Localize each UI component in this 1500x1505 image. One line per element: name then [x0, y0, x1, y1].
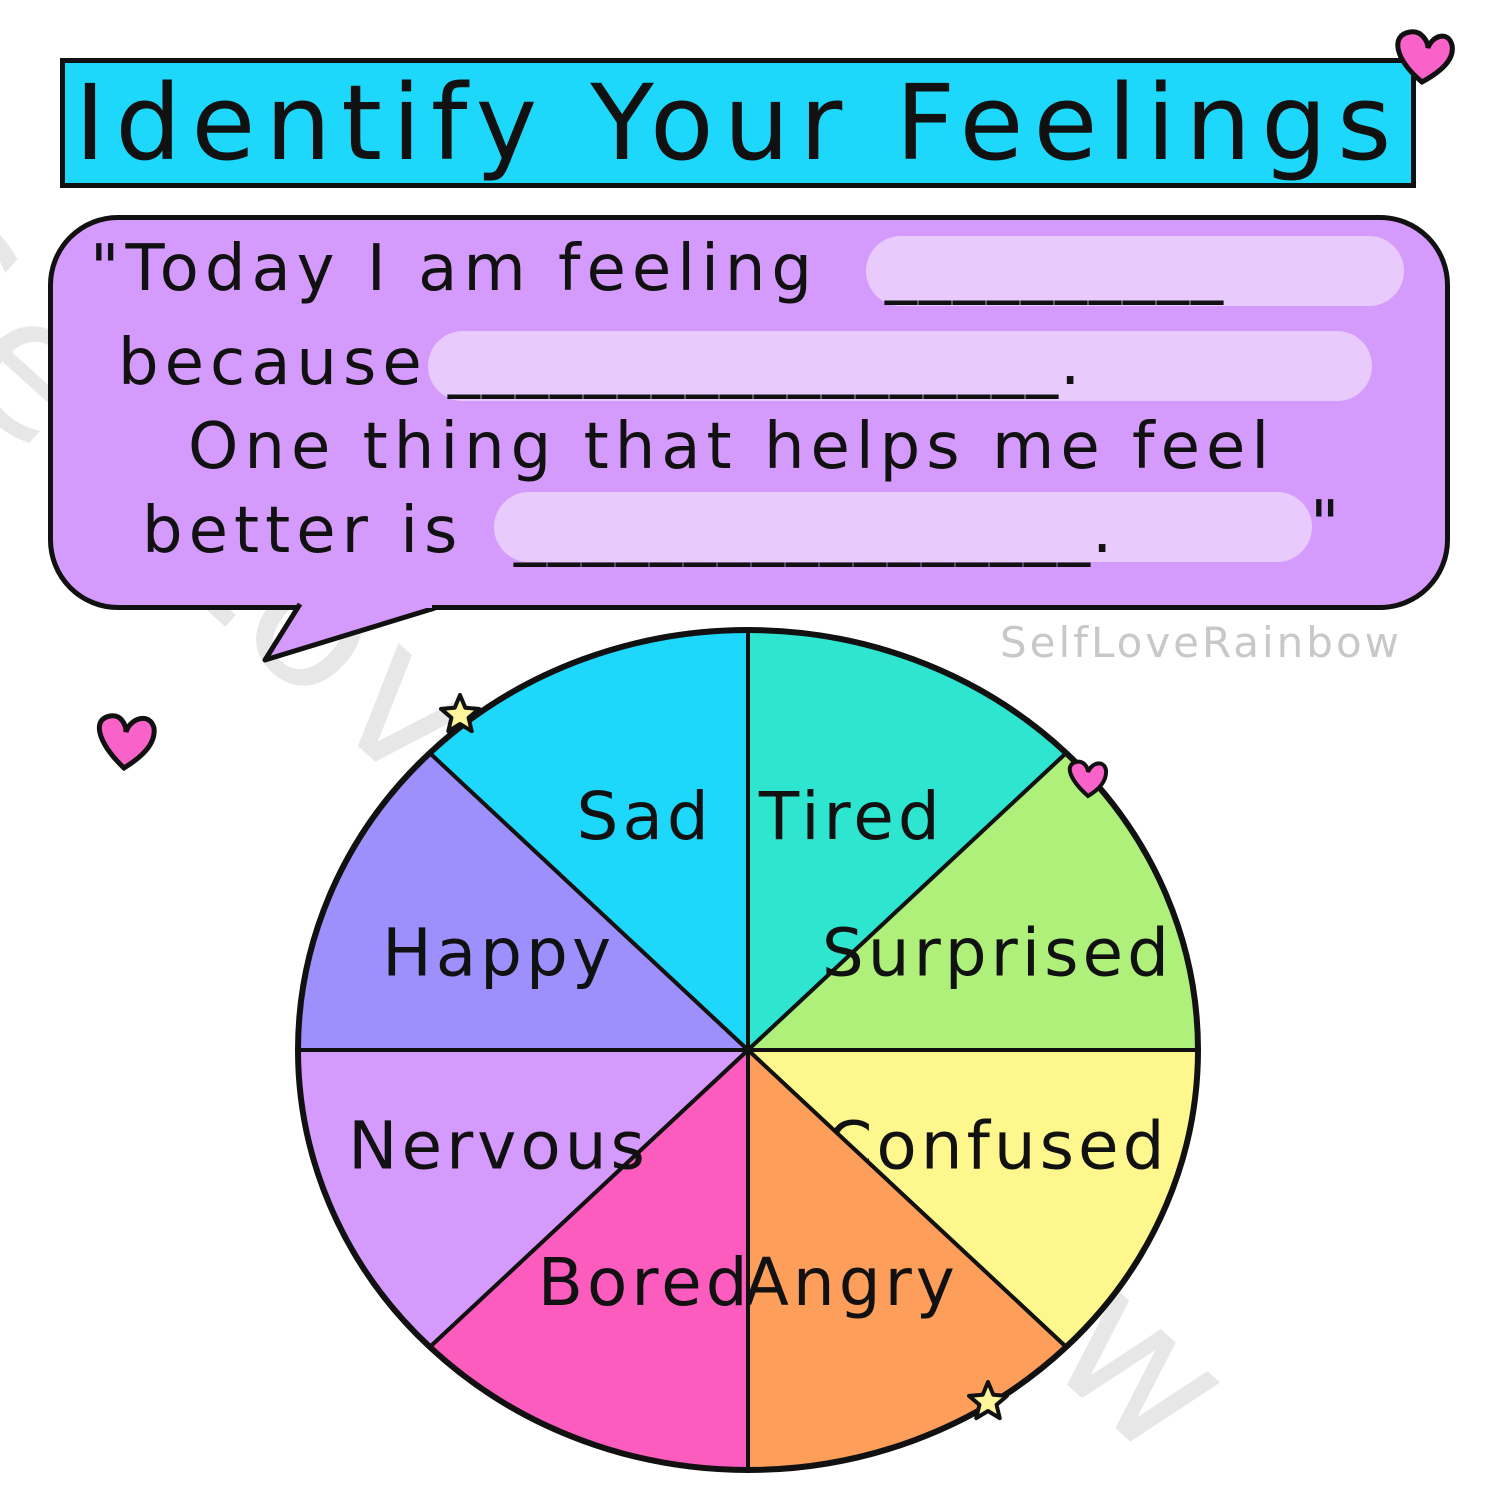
heart-icon — [1067, 759, 1109, 799]
prompt-line-1: "Today I am feeling — [90, 232, 819, 306]
prompt-line-3: One thing that helps me feel — [188, 410, 1276, 484]
because-field[interactable] — [428, 331, 1372, 401]
helps-field[interactable] — [494, 492, 1312, 562]
wheel-label-nervous: Nervous — [348, 1107, 649, 1184]
wheel-label-happy: Happy — [382, 915, 615, 992]
title-banner: Identify Your Feelings — [60, 58, 1416, 188]
wheel-label-tired: Tired — [758, 778, 944, 855]
wheel-label-sad: Sad — [577, 778, 713, 855]
wheel-label-bored: Bored — [538, 1244, 752, 1321]
wheel-label-angry: Angry — [744, 1244, 959, 1321]
feeling-blank: __________ — [885, 232, 1225, 306]
wheel-label-surprised: Surprised — [822, 915, 1173, 992]
wheel-outline — [295, 627, 1201, 1473]
prompt-line-2: because — [118, 326, 428, 400]
star-icon — [966, 1380, 1010, 1421]
prompt-line-4: better is — [142, 494, 464, 568]
helps-blank: _________________. — [514, 494, 1115, 568]
page-title: Identify Your Feelings — [74, 62, 1402, 184]
watermark-brand: SelfLoveRainbow — [1000, 618, 1402, 667]
wheel-label-confused: Confused — [826, 1107, 1168, 1184]
because-blank: __________________. — [448, 326, 1083, 400]
closing-quote: " — [1310, 488, 1346, 562]
star-icon — [438, 693, 482, 734]
feeling-field[interactable] — [866, 236, 1404, 306]
